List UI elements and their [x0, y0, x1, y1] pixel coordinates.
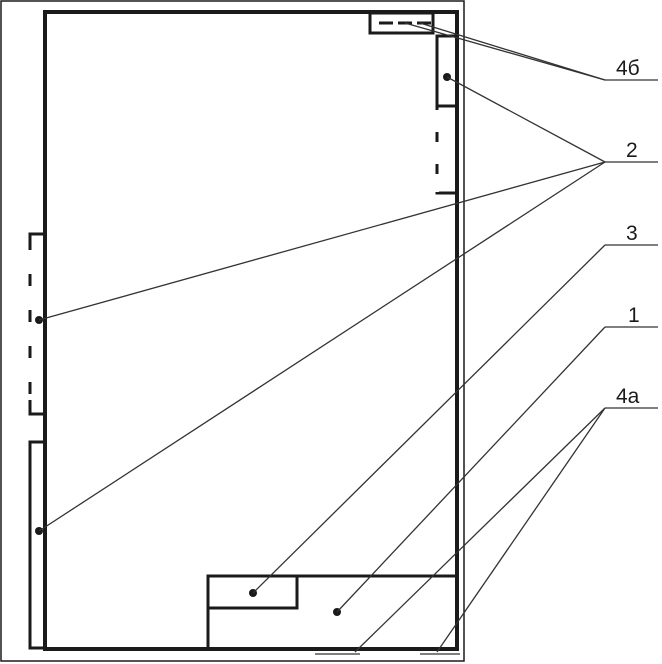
sheet-frame [0, 0, 465, 662]
callout-4b: 4б [616, 57, 640, 80]
leader-1 [336, 326, 606, 613]
bottom-compartment [206, 574, 457, 649]
callout-4a: 4а [616, 385, 640, 408]
leader-lines [38, 22, 658, 655]
leader-4a-a [354, 407, 606, 653]
leader-2-left-upper [38, 161, 606, 321]
element-4b-box [368, 11, 435, 35]
leader-4a-b [436, 407, 606, 653]
callout-2: 2 [626, 139, 638, 162]
leader-2-right [446, 76, 606, 163]
right-door-panel [435, 34, 456, 195]
leader-2-left-lower [38, 161, 606, 532]
leader-4b-a [404, 22, 606, 81]
inner-box-part-3 [208, 576, 299, 610]
left-door-upper [28, 232, 45, 416]
callout-1: 1 [628, 304, 640, 327]
left-door-lower [28, 440, 45, 650]
leader-4b-b [419, 22, 606, 81]
enclosure-body [43, 10, 459, 651]
callout-3: 3 [626, 222, 638, 245]
leader-3 [252, 244, 606, 594]
